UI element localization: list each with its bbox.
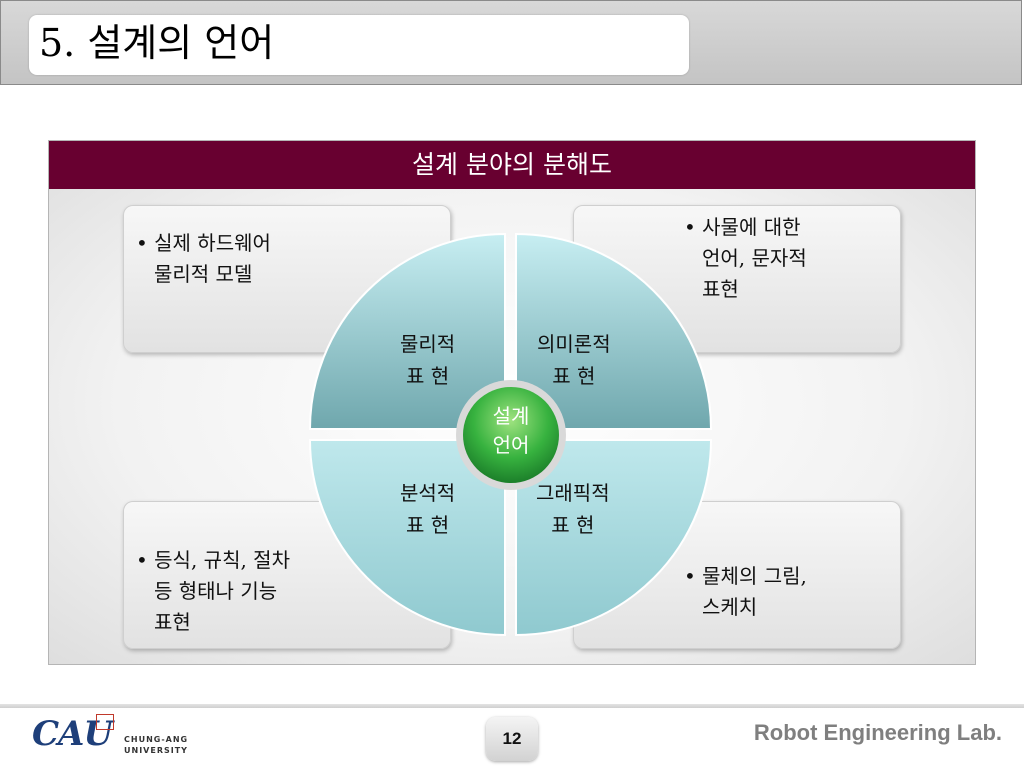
card-text-bottom-left: • 등식, 규칙, 절차 등 형태나 기능 표현	[136, 545, 290, 638]
center-label: 설계 언어	[486, 402, 536, 460]
quadrant-label-line: 표 현	[551, 513, 595, 537]
card-line: 등 형태나 기능	[154, 579, 278, 603]
quadrant-label-line: 분석적	[400, 481, 456, 505]
lab-name: Robot Engineering Lab.	[753, 720, 1002, 745]
card-line: • 사물에 대한	[684, 215, 801, 239]
quadrant-label-physical: 물리적 표 현	[400, 328, 455, 392]
quadrant-label-line: 표 현	[406, 513, 450, 537]
page-number-badge: 12	[486, 717, 538, 761]
card-line: • 등식, 규칙, 절차	[136, 548, 290, 572]
quadrant-label-line: 그래픽적	[536, 481, 610, 505]
card-text-top-left: • 실제 하드웨어 물리적 모델	[136, 228, 271, 290]
quadrant-label-analytic: 분석적 표 현	[400, 477, 455, 541]
quadrant-label-graphic: 그래픽적 표 현	[536, 477, 610, 541]
quadrant-top-left	[308, 232, 506, 430]
card-line: 표현	[154, 610, 191, 634]
card-line: 물리적 모델	[154, 262, 253, 286]
card-text-bottom-right: • 물체의 그림, 스케치	[684, 561, 807, 623]
card-line: 스케치	[702, 595, 758, 619]
quadrant-label-semantic: 의미론적 표 현	[537, 328, 611, 392]
panel-header: 설계 분야의 분해도	[49, 141, 975, 189]
card-line: • 물체의 그림,	[684, 564, 807, 588]
center-circle-inner	[463, 387, 559, 483]
card-line: 표현	[702, 277, 739, 301]
quadrant-circle-diagram	[308, 232, 713, 637]
slide-title: 5. 설계의 언어	[39, 21, 275, 65]
footer-divider	[0, 704, 1024, 708]
quadrant-label-line: 표 현	[552, 364, 596, 388]
quadrant-label-line: 의미론적	[537, 332, 611, 356]
quadrant-bottom-right	[515, 439, 713, 637]
card-text-top-right: • 사물에 대한 언어, 문자적 표현	[684, 212, 807, 305]
logo-mark-icon	[96, 714, 114, 730]
center-label-line: 언어	[492, 433, 530, 457]
quadrant-label-line: 표 현	[406, 364, 450, 388]
card-line: 언어, 문자적	[702, 246, 807, 270]
quadrant-top-right	[515, 232, 713, 430]
center-label-line: 설계	[492, 404, 530, 428]
university-name: CHUNG-ANG UNIVERSITY	[124, 734, 188, 756]
university-name-line: UNIVERSITY	[124, 746, 188, 755]
quadrant-bottom-left	[308, 439, 506, 637]
title-box: 5. 설계의 언어	[29, 15, 689, 75]
card-line: • 실제 하드웨어	[136, 231, 271, 255]
slide-header-bar: 5. 설계의 언어	[0, 0, 1022, 85]
university-logo: CAU	[32, 714, 113, 754]
quadrant-label-line: 물리적	[400, 332, 456, 356]
university-name-line: CHUNG-ANG	[124, 735, 189, 744]
